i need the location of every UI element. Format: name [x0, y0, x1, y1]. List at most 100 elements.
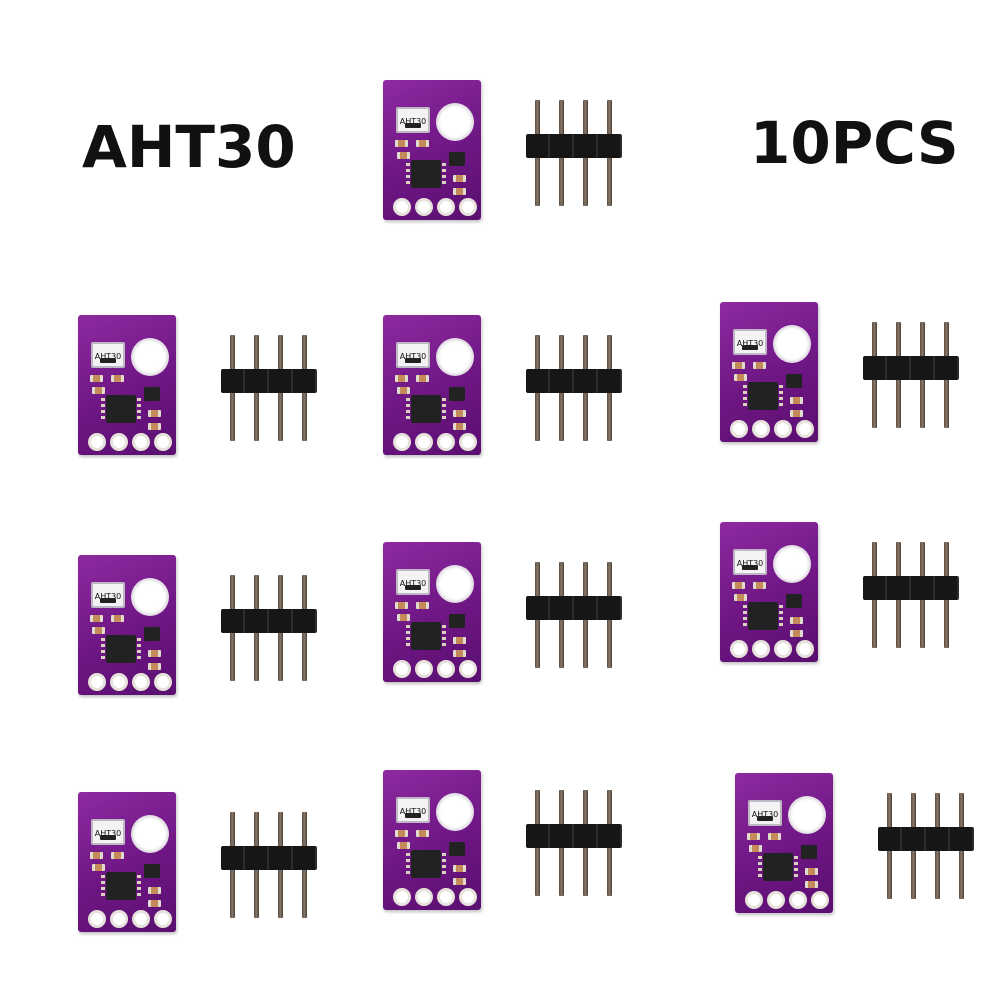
- pin-header: [526, 335, 622, 443]
- pin-header: [526, 100, 622, 208]
- solder-pad: [777, 643, 789, 655]
- smd-component: [453, 423, 466, 430]
- solder-pad: [462, 663, 474, 675]
- level-shifter-chip: [406, 850, 446, 878]
- level-shifter-chip: [758, 853, 798, 881]
- smd-component: [453, 175, 466, 182]
- sensor-module-set: AHT30: [383, 770, 633, 930]
- smd-component: [453, 410, 466, 417]
- header-plastic: [878, 827, 974, 851]
- chip-label: AHT30: [94, 592, 122, 601]
- solder-pad: [91, 913, 103, 925]
- smd-component: [148, 887, 161, 894]
- smd-component: [749, 845, 762, 852]
- sensor-module-set: AHT30: [720, 302, 970, 462]
- header-plastic: [526, 369, 622, 393]
- smd-component: [148, 663, 161, 670]
- chip-label: AHT30: [736, 339, 764, 348]
- solder-pad: [792, 894, 804, 906]
- smd-component: [397, 152, 410, 159]
- level-shifter-chip: [406, 160, 446, 188]
- solder-pad: [777, 423, 789, 435]
- smd-component: [148, 650, 161, 657]
- mounting-hole: [133, 340, 167, 374]
- regulator-chip: [449, 842, 465, 856]
- solder-pad: [462, 891, 474, 903]
- sensor-chip: AHT30: [396, 107, 430, 133]
- solder-pad: [157, 676, 169, 688]
- solder-pad: [440, 436, 452, 448]
- solder-pad: [440, 891, 452, 903]
- smd-component: [148, 410, 161, 417]
- solder-pad: [113, 676, 125, 688]
- solder-pad: [462, 436, 474, 448]
- solder-pad: [396, 663, 408, 675]
- smd-component: [732, 582, 745, 589]
- smd-component: [790, 630, 803, 637]
- mounting-hole: [790, 798, 824, 832]
- sensor-module-set: AHT30: [78, 792, 328, 952]
- smd-component: [734, 594, 747, 601]
- solder-pad: [135, 436, 147, 448]
- chip-die: [742, 345, 758, 350]
- sensor-module-set: AHT30: [735, 773, 985, 933]
- solder-pad: [91, 676, 103, 688]
- solder-pad: [733, 423, 745, 435]
- smd-component: [111, 615, 124, 622]
- regulator-chip: [786, 594, 802, 608]
- solder-pad: [418, 436, 430, 448]
- pcb-board: AHT30: [383, 542, 481, 682]
- chip-label: AHT30: [751, 810, 779, 819]
- mounting-hole: [438, 795, 472, 829]
- smd-component: [453, 865, 466, 872]
- smd-component: [790, 617, 803, 624]
- solder-pad: [396, 201, 408, 213]
- sensor-module-set: AHT30: [383, 542, 633, 702]
- regulator-chip: [449, 387, 465, 401]
- smd-component: [453, 637, 466, 644]
- pcb-board: AHT30: [78, 315, 176, 455]
- regulator-chip: [786, 374, 802, 388]
- mounting-hole: [438, 567, 472, 601]
- chip-label: AHT30: [399, 352, 427, 361]
- sensor-chip: AHT30: [733, 329, 767, 355]
- pin-header: [221, 812, 317, 920]
- pin-header: [863, 542, 959, 650]
- solder-pad: [748, 894, 760, 906]
- solder-pad: [440, 663, 452, 675]
- smd-component: [92, 387, 105, 394]
- smd-component: [111, 852, 124, 859]
- smd-component: [416, 375, 429, 382]
- header-plastic: [221, 369, 317, 393]
- mounting-hole: [438, 105, 472, 139]
- smd-component: [753, 362, 766, 369]
- model-label: AHT30: [82, 113, 296, 181]
- header-plastic: [526, 824, 622, 848]
- mounting-hole: [775, 327, 809, 361]
- sensor-chip: AHT30: [748, 800, 782, 826]
- smd-component: [453, 188, 466, 195]
- smd-component: [790, 410, 803, 417]
- smd-component: [111, 375, 124, 382]
- sensor-module-set: AHT30: [78, 315, 328, 475]
- header-plastic: [221, 609, 317, 633]
- smd-component: [453, 650, 466, 657]
- chip-die: [100, 598, 116, 603]
- sensor-chip: AHT30: [91, 342, 125, 368]
- chip-label: AHT30: [399, 117, 427, 126]
- solder-pad: [135, 676, 147, 688]
- pin-header: [526, 790, 622, 898]
- solder-pad: [396, 436, 408, 448]
- level-shifter-chip: [101, 635, 141, 663]
- smd-component: [416, 830, 429, 837]
- smd-component: [416, 140, 429, 147]
- sensor-module-set: AHT30: [78, 555, 328, 715]
- header-plastic: [526, 596, 622, 620]
- chip-label: AHT30: [94, 352, 122, 361]
- smd-component: [90, 852, 103, 859]
- solder-pad: [113, 913, 125, 925]
- pcb-board: AHT30: [78, 555, 176, 695]
- smd-component: [92, 627, 105, 634]
- header-plastic: [863, 356, 959, 380]
- chip-die: [100, 358, 116, 363]
